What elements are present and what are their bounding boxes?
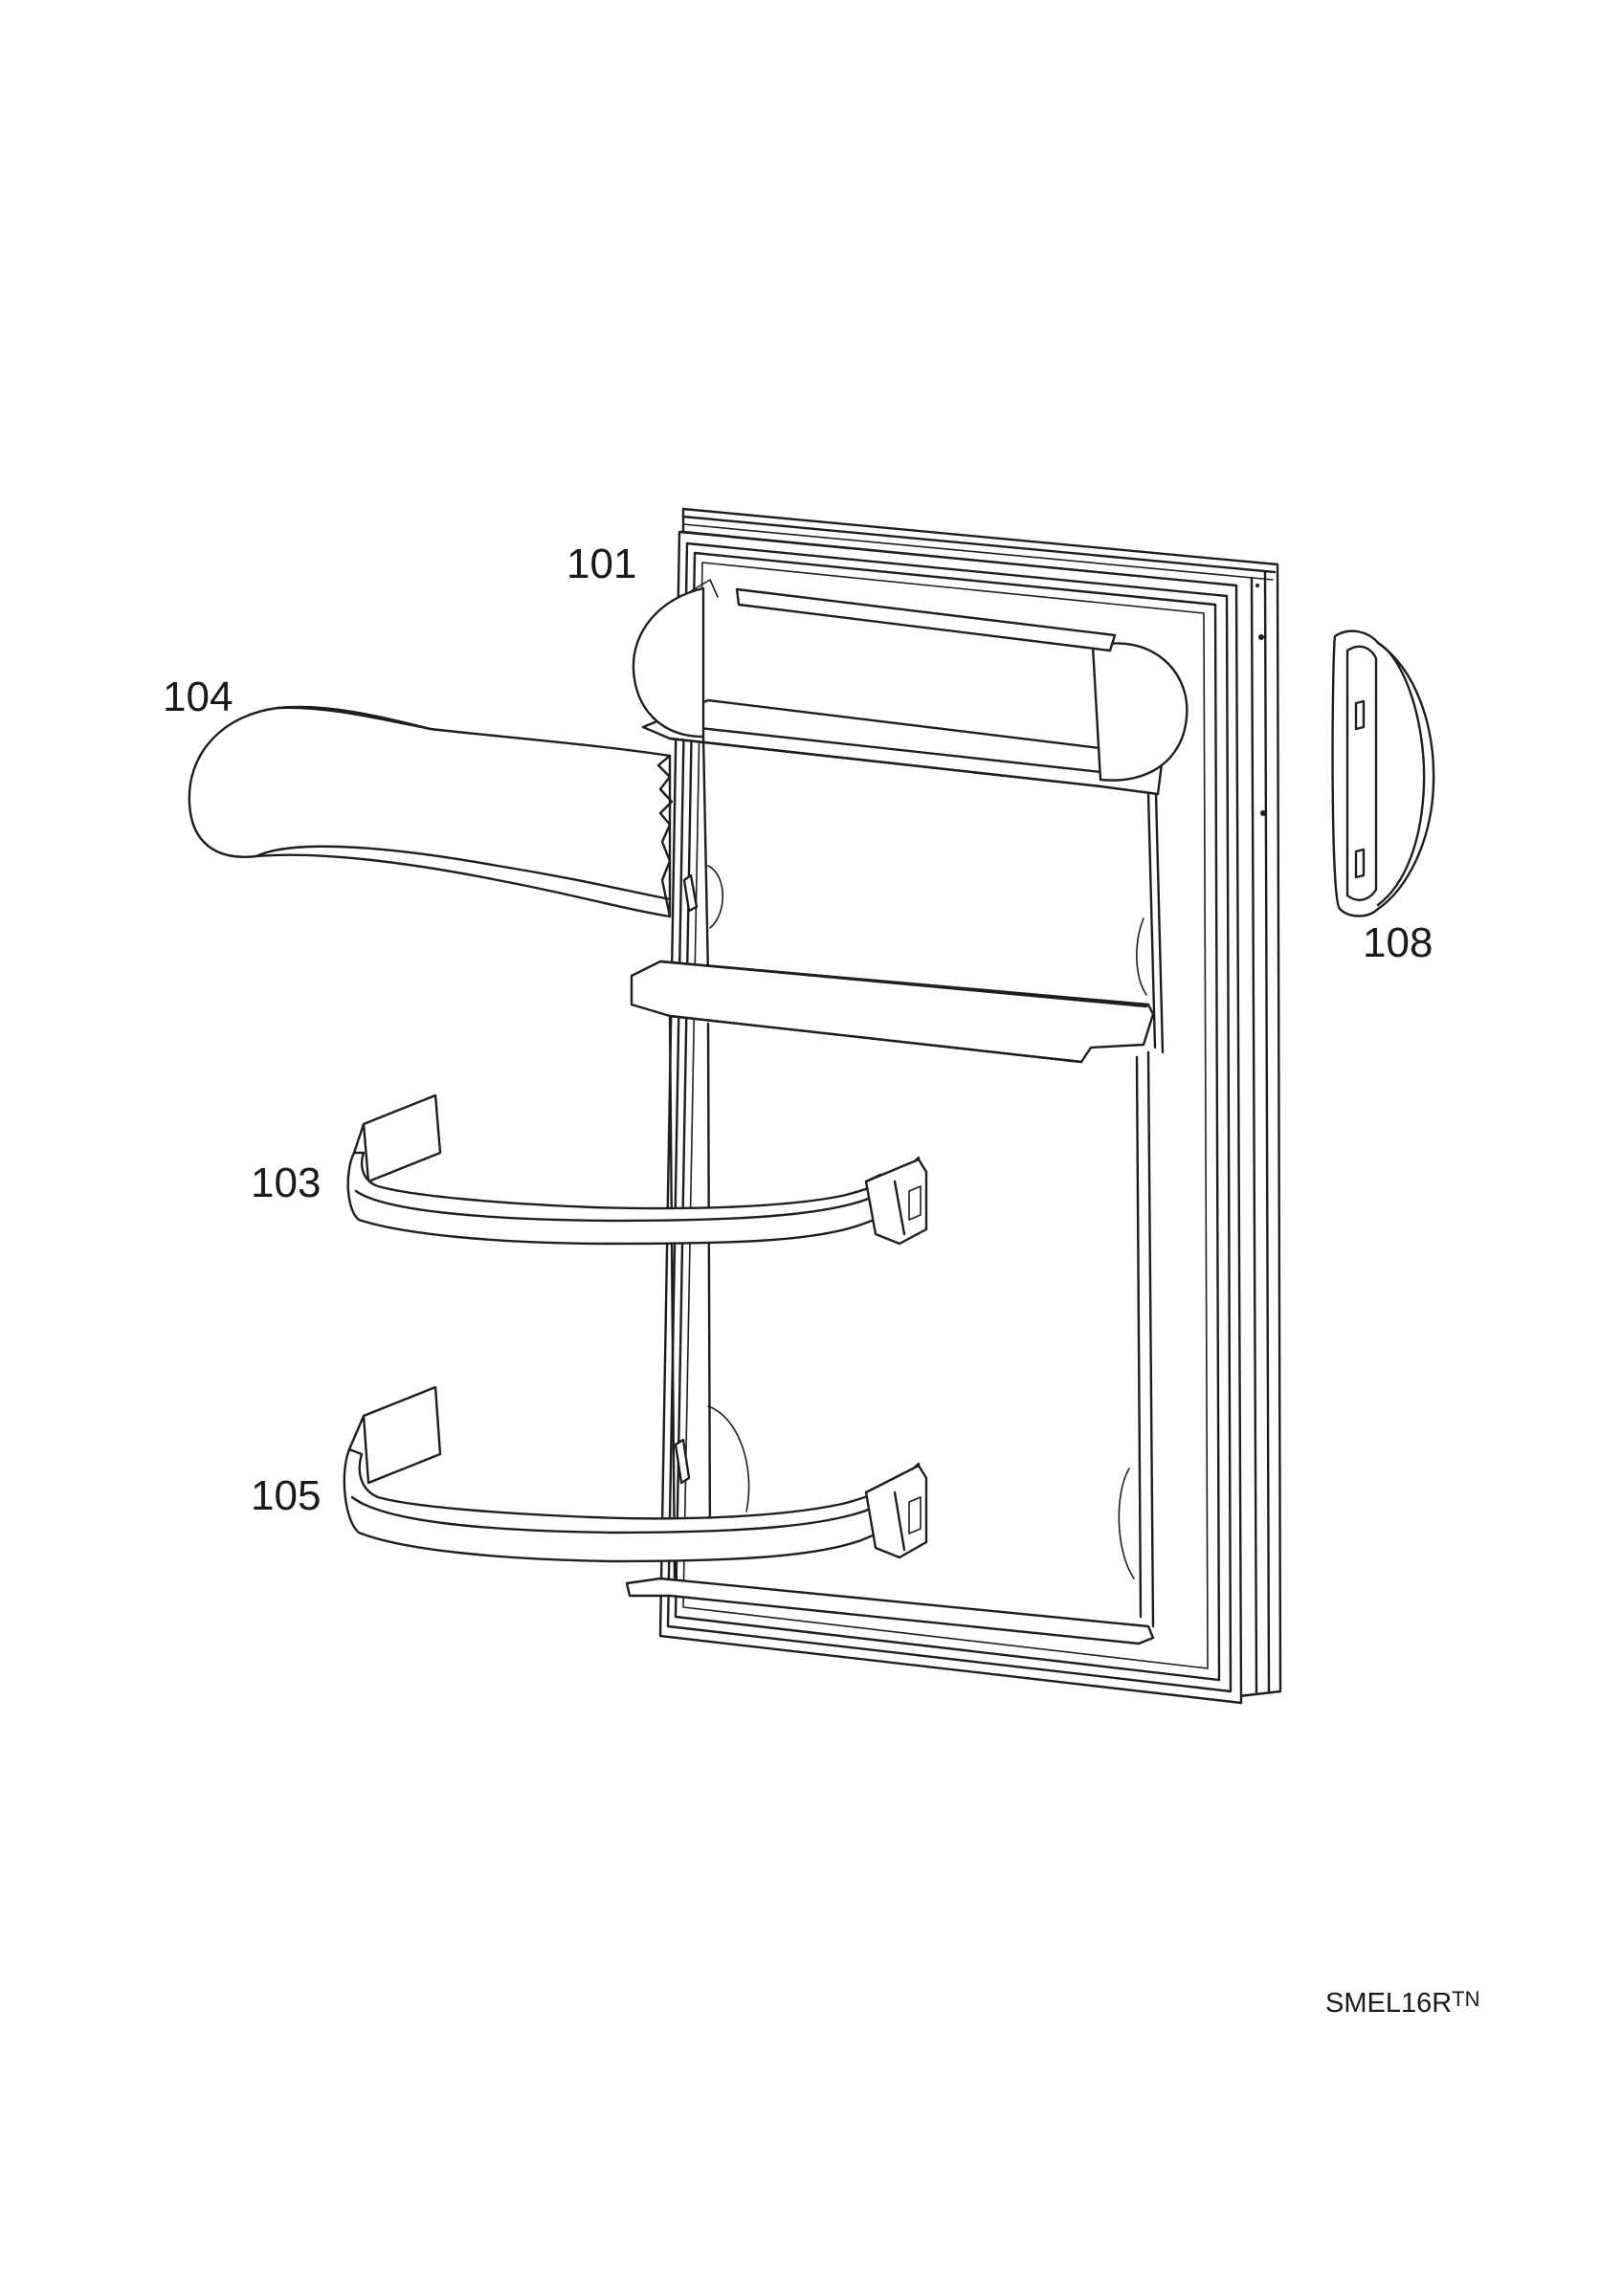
drawing-code-suffix: TN bbox=[1452, 1987, 1479, 2011]
callout-105-label: 105 bbox=[251, 1472, 321, 1519]
callout-101-label: 101 bbox=[567, 541, 636, 587]
drawing-code-main: SMEL16R bbox=[1325, 1988, 1452, 2019]
part-108-door-handle bbox=[1331, 629, 1435, 917]
drawing-code: SMEL16RTN bbox=[1325, 1987, 1480, 2019]
door-inner-liner bbox=[625, 579, 1189, 1645]
part-105-lower-bottle-rack bbox=[343, 1385, 928, 1563]
door-outer-frame bbox=[658, 507, 1282, 1705]
part-103-middle-bottle-rack bbox=[346, 1093, 928, 1246]
callout-104-label: 104 bbox=[163, 673, 233, 720]
part-104-upper-door-bin bbox=[188, 705, 674, 918]
callout-108-label: 108 bbox=[1363, 919, 1433, 966]
callout-103-label: 103 bbox=[251, 1159, 321, 1206]
